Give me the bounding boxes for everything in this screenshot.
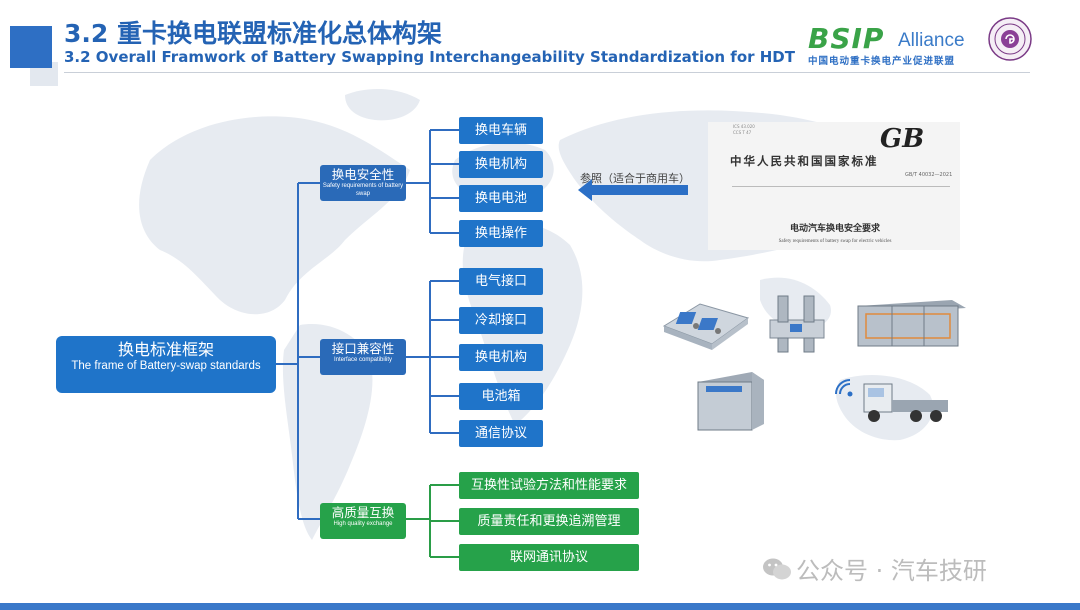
doc-rule [732, 186, 950, 187]
leaf-interface-mechanism: 换电机构 [459, 344, 543, 371]
doc-code: GB/T 40032—2021 [905, 172, 953, 178]
leaf-safety-mechanism: 换电机构 [459, 151, 543, 178]
category-interface: 接口兼容性 Interface compatibility [320, 339, 406, 375]
root-node-label-cn: 换电标准框架 [117, 340, 214, 359]
leaf-safety-operation: 换电操作 [459, 220, 543, 247]
category-interface-label-en: Interface compatibility [333, 357, 393, 363]
page-title-en: 3.2 Overall Framwork of Battery Swapping… [64, 48, 795, 66]
truck-communication-image [835, 379, 948, 422]
category-safety-label-cn: 换电安全性 [331, 167, 395, 182]
wechat-icon [763, 558, 791, 580]
root-node-battery-swap-frame: 换电标准框架 The frame of Battery-swap standar… [56, 336, 276, 393]
header-divider [64, 72, 1030, 73]
bsip-logo-word: Alliance [898, 30, 965, 51]
category-high-quality-label-cn: 高质量互换 [331, 505, 395, 520]
category-interface-label-cn: 接口兼容性 [331, 341, 395, 356]
leaf-interface-communication: 通信协议 [459, 420, 543, 447]
doc-header-tiny-2: CCS T 47 [733, 130, 752, 135]
leaf-safety-battery: 换电电池 [459, 185, 543, 212]
root-node-label-en: The frame of Battery-swap standards [71, 360, 261, 372]
swap-mechanism-frame-image [857, 300, 966, 347]
bsip-logo-subtitle: 中国电动重卡换电产业促进联盟 [808, 56, 956, 67]
doc-header-tiny-1: ICS 43.020 [733, 124, 755, 129]
alliance-seal-icon [988, 17, 1032, 61]
leaf-quality-network-protocol: 联网通讯协议 [459, 544, 639, 571]
doc-title-en: Safety requirements of battery swap for … [778, 239, 892, 244]
gb-mark: GB [880, 124, 925, 154]
leaf-safety-vehicle: 换电车辆 [459, 117, 543, 144]
battery-box-image [697, 372, 764, 431]
header-accent-square [10, 26, 52, 68]
doc-title-cn: 电动汽车换电安全要求 [789, 224, 880, 234]
watermark-text: 公众号 · 汽车技研 [796, 557, 987, 585]
leaf-interface-cooling: 冷却接口 [459, 307, 543, 334]
leaf-quality-traceability: 质量责任和更换追溯管理 [459, 508, 639, 535]
leaf-interface-electrical: 电气接口 [459, 268, 543, 295]
reference-arrow-icon [578, 179, 688, 201]
category-safety-label-en: Safety requirements of battery swap [322, 183, 404, 197]
category-safety: 换电安全性 Safety requirements of battery swa… [320, 165, 406, 201]
doc-national-standard: 中华人民共和国国家标准 [730, 154, 879, 168]
cooling-connector-image [769, 295, 825, 353]
reference-label: 参照（适合于商用车） [580, 172, 690, 185]
electrical-connector-image [662, 303, 750, 350]
leaf-quality-test-method: 互换性试验方法和性能要求 [459, 472, 639, 499]
bsip-logo-mark: BSIP [808, 22, 885, 55]
category-high-quality-label-en: High quality exchange [333, 521, 393, 527]
category-high-quality: 高质量互换 High quality exchange [320, 503, 406, 539]
page-title-cn: 3.2 重卡换电联盟标准化总体构架 [64, 19, 442, 48]
leaf-interface-battery-box: 电池箱 [459, 383, 543, 410]
footer-bar [0, 603, 1080, 610]
